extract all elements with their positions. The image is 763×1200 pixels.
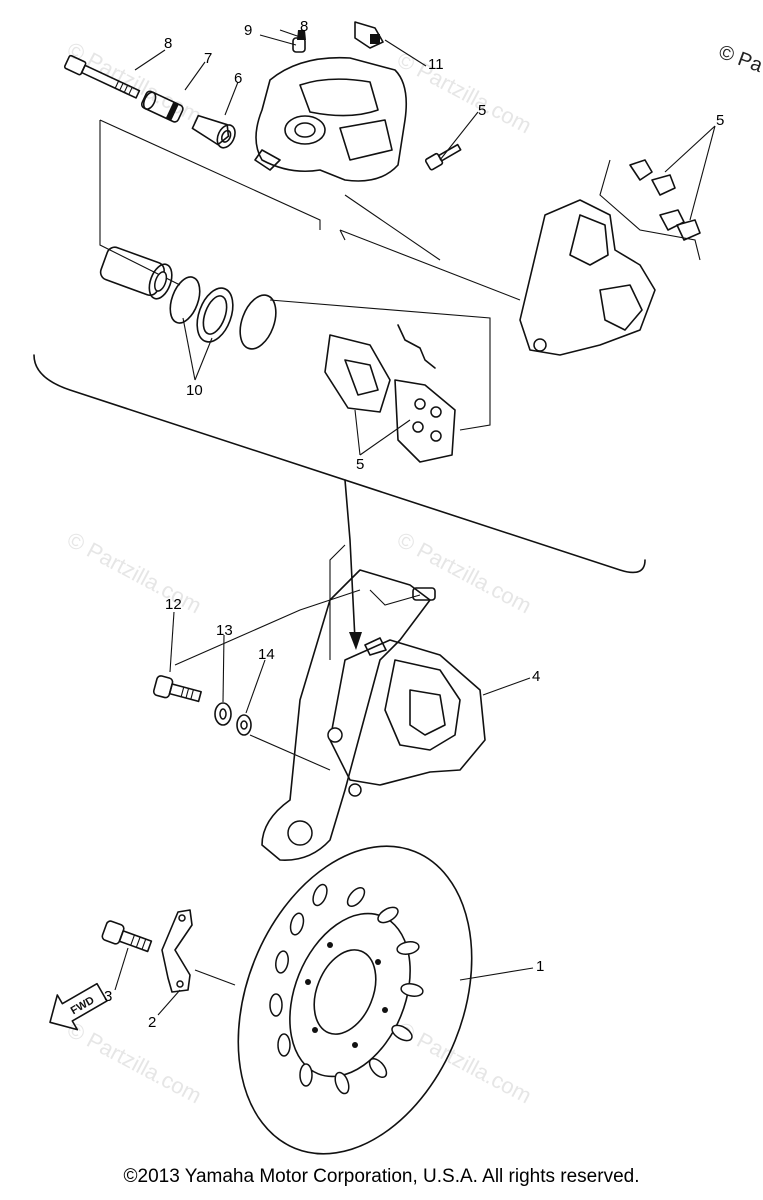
- callout-12: 12: [165, 596, 182, 613]
- caliper-bracket: [261, 569, 436, 861]
- callout-2: 2: [148, 1014, 157, 1031]
- callout-5-pad-set: 5: [716, 112, 725, 129]
- callout-5-screw: 5: [478, 102, 487, 119]
- section-bracket: [33, 354, 646, 574]
- part-13-washer: [214, 702, 232, 726]
- part-3-bolt: [101, 920, 153, 953]
- fwd-arrow-icon: FWD: [49, 982, 108, 1031]
- part-7-sleeve: [140, 90, 184, 123]
- part-1-brake-disc: [237, 845, 473, 1155]
- part-10-piston-seals: [99, 246, 277, 350]
- part-8-bolt: [63, 54, 141, 99]
- part-2-lock-washer: [161, 909, 193, 993]
- part-12-bolt: [152, 675, 202, 703]
- callout-9: 9: [244, 22, 253, 39]
- assembly-arrow: [344, 479, 356, 641]
- callout-9-8: 8: [300, 18, 309, 35]
- callout-11: 11: [428, 56, 444, 73]
- part-9-bleeder: [292, 30, 306, 53]
- callout-4: 4: [532, 668, 541, 685]
- callout-7: 7: [204, 50, 213, 67]
- part-14-washer: [236, 714, 252, 736]
- callout-6: 6: [234, 70, 243, 87]
- callout-13: 13: [216, 622, 233, 639]
- callout-10: 10: [186, 382, 203, 399]
- copyright-notice: ©2013 Yamaha Motor Corporation, U.S.A. A…: [123, 1166, 640, 1187]
- callout-8: 8: [164, 35, 173, 52]
- callout-1: 1: [536, 958, 545, 975]
- part-5-brake-pads: [324, 324, 456, 463]
- part-4-caliper-assembly: [327, 637, 486, 797]
- part-6-boot: [191, 114, 236, 149]
- callout-14: 14: [258, 646, 275, 663]
- part-5-pad-set-right: [519, 159, 701, 356]
- callout-3: 3: [104, 988, 113, 1005]
- upper-caliper-body: [254, 56, 408, 182]
- guide-lines: [99, 120, 181, 286]
- part-11-clip: [354, 21, 384, 49]
- leader-lines: [114, 29, 716, 1016]
- callout-5-pads: 5: [356, 456, 365, 473]
